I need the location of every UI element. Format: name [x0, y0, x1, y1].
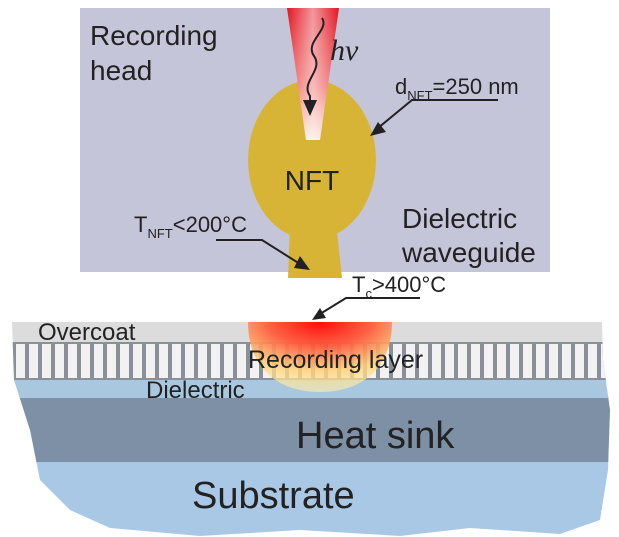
- nft-temp-label: TNFT<200°C: [134, 212, 247, 241]
- substrate-layer: [12, 460, 610, 536]
- recording-grain: [120, 344, 129, 378]
- heat-sink-label: Heat sink: [296, 415, 455, 457]
- recording-grain: [68, 344, 77, 378]
- recording-grain: [94, 344, 103, 378]
- recording-grain: [211, 344, 220, 378]
- nft-temp-sub: NFT: [147, 226, 172, 241]
- recording-grain: [601, 344, 610, 378]
- media-stack: [12, 322, 619, 536]
- recording-grain: [380, 344, 389, 378]
- nft-temp-main: T: [134, 212, 147, 237]
- recording-grain: [224, 344, 233, 378]
- recording-grain: [549, 344, 558, 378]
- dielectric-waveguide-label-line2: waveguide: [401, 237, 536, 268]
- nft-diameter-value: =250 nm: [433, 74, 519, 99]
- recording-grain: [237, 344, 246, 378]
- nft-diameter-leader: [370, 99, 498, 136]
- recording-grain: [536, 344, 545, 378]
- recording-grain: [523, 344, 532, 378]
- curie-temp-value: >400°C: [372, 272, 446, 297]
- dielectric-label: Dielectric: [146, 377, 245, 404]
- recording-layer-label: Recording layer: [248, 346, 423, 374]
- nft-temp-leader: [216, 239, 310, 270]
- recording-grain: [393, 344, 402, 378]
- curie-temp-leader: [312, 297, 420, 320]
- recording-grain: [55, 344, 64, 378]
- nft-label: NFT: [285, 165, 339, 196]
- substrate-label: Substrate: [192, 475, 355, 517]
- recording-grain: [510, 344, 519, 378]
- recording-grain: [575, 344, 584, 378]
- photon-label: hν: [330, 34, 359, 67]
- heat-sink-layer: [12, 396, 610, 462]
- recording-grain: [29, 344, 38, 378]
- recording-grain: [185, 344, 194, 378]
- recording-grain: [497, 344, 506, 378]
- recording-grain: [172, 344, 181, 378]
- nft-diameter-main: d: [395, 74, 407, 99]
- recording-grain: [159, 344, 168, 378]
- nft-temp-value: <200°C: [173, 212, 247, 237]
- recording-grain: [81, 344, 90, 378]
- photon-arrow: [303, 17, 325, 116]
- recording-grain: [419, 344, 428, 378]
- curie-temp-label: Tc>400°C: [352, 272, 446, 301]
- recording-head-label-line2: head: [90, 55, 152, 86]
- recording-grain: [614, 344, 619, 378]
- recording-grain: [445, 344, 454, 378]
- recording-grain: [16, 344, 25, 378]
- recording-grain: [471, 344, 480, 378]
- curie-temp-sub: c: [365, 286, 372, 301]
- curie-temp-main: T: [352, 272, 365, 297]
- overcoat-label: Overcoat: [38, 319, 136, 346]
- recording-grain: [146, 344, 155, 378]
- recording-grain: [432, 344, 441, 378]
- recording-grain: [588, 344, 597, 378]
- recording-grain: [562, 344, 571, 378]
- photon-h: h: [330, 34, 345, 67]
- recording-grain: [107, 344, 116, 378]
- recording-head-label-line1: Recording: [90, 20, 218, 51]
- recording-grain: [406, 344, 415, 378]
- recording-grain: [458, 344, 467, 378]
- heated-spot: [248, 322, 392, 392]
- recording-grain: [484, 344, 493, 378]
- recording-grain: [198, 344, 207, 378]
- dielectric-waveguide-label-line1: Dielectric: [402, 203, 517, 234]
- recording-grain: [250, 344, 259, 378]
- photon-nu: ν: [345, 34, 359, 67]
- recording-grain: [42, 344, 51, 378]
- recording-grain: [133, 344, 142, 378]
